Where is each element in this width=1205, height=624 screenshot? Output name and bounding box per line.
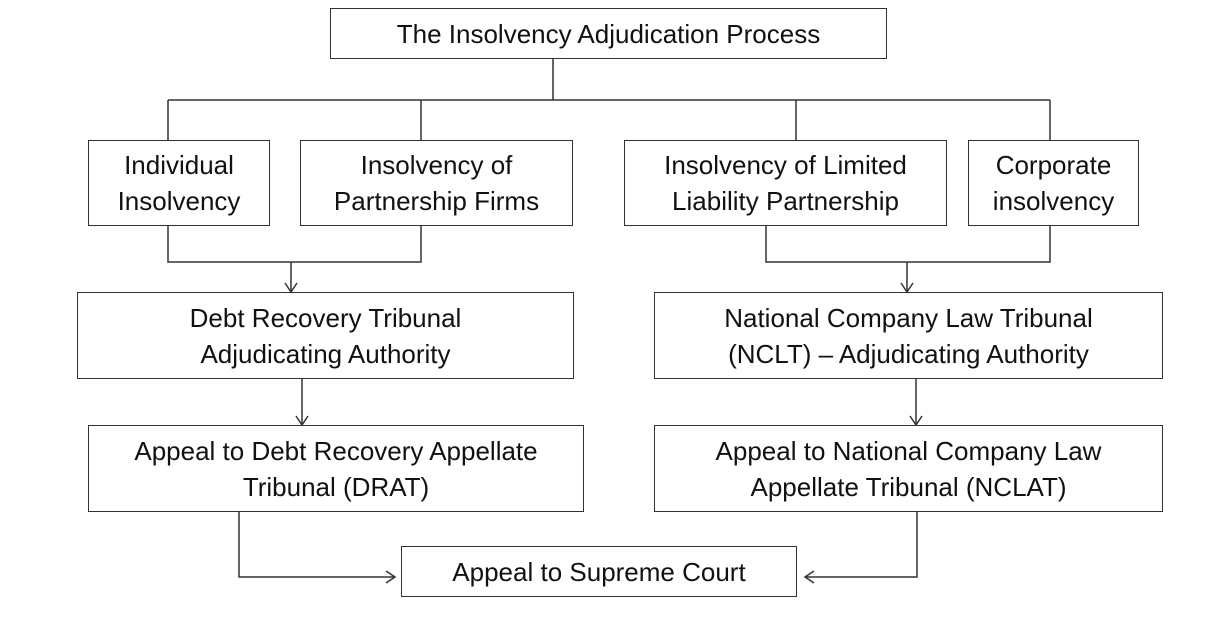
arrowhead-sc-right xyxy=(803,570,815,584)
individual-insolvency-line2: Insolvency xyxy=(117,186,241,216)
connector-left-merge xyxy=(167,226,422,263)
connector-right-merge xyxy=(765,226,1051,263)
corporate-insolvency-line2: insolvency xyxy=(992,186,1115,216)
nclt-line1: National Company Law Tribunal xyxy=(724,302,1093,333)
connector-nclat-to-sc xyxy=(805,512,918,578)
corporate-insolvency-box: Corporate insolvency xyxy=(968,140,1139,226)
arrowhead-sc-left xyxy=(385,570,397,584)
llp-insolvency-box: Insolvency of Limited Liability Partners… xyxy=(624,140,947,226)
drat-appeal-box: Appeal to Debt Recovery Appellate Tribun… xyxy=(88,425,584,512)
partnership-insolvency-line1: Insolvency of xyxy=(360,150,513,180)
nclat-appeal-box: Appeal to National Company Law Appellate… xyxy=(654,425,1163,512)
nclat-line1: Appeal to National Company Law xyxy=(715,435,1102,466)
drt-box: Debt Recovery Tribunal Adjudicating Auth… xyxy=(77,292,574,379)
connector-drat-to-sc xyxy=(238,512,395,578)
supreme-court-text: Appeal to Supreme Court xyxy=(452,556,746,587)
partnership-insolvency-line2: Partnership Firms xyxy=(333,186,540,216)
nclt-line2: (NCLT) – Adjudicating Authority xyxy=(728,338,1089,369)
drt-line1: Debt Recovery Tribunal xyxy=(189,302,462,333)
nclat-line2: Appellate Tribunal (NCLAT) xyxy=(750,471,1067,502)
title-text: The Insolvency Adjudication Process xyxy=(396,18,821,49)
llp-insolvency-line2: Liability Partnership xyxy=(672,186,899,216)
title-box: The Insolvency Adjudication Process xyxy=(330,8,887,59)
supreme-court-box: Appeal to Supreme Court xyxy=(401,546,797,597)
llp-insolvency-line1: Insolvency of Limited xyxy=(664,150,907,180)
drat-line2: Tribunal (DRAT) xyxy=(242,471,430,502)
corporate-insolvency-line1: Corporate xyxy=(995,150,1112,180)
drt-line2: Adjudicating Authority xyxy=(200,338,451,369)
partnership-insolvency-box: Insolvency of Partnership Firms xyxy=(300,140,573,226)
drat-line1: Appeal to Debt Recovery Appellate xyxy=(134,435,538,466)
nclt-box: National Company Law Tribunal (NCLT) – A… xyxy=(654,292,1163,379)
individual-insolvency-line1: Individual xyxy=(124,150,234,180)
individual-insolvency-box: Individual Insolvency xyxy=(88,140,270,226)
